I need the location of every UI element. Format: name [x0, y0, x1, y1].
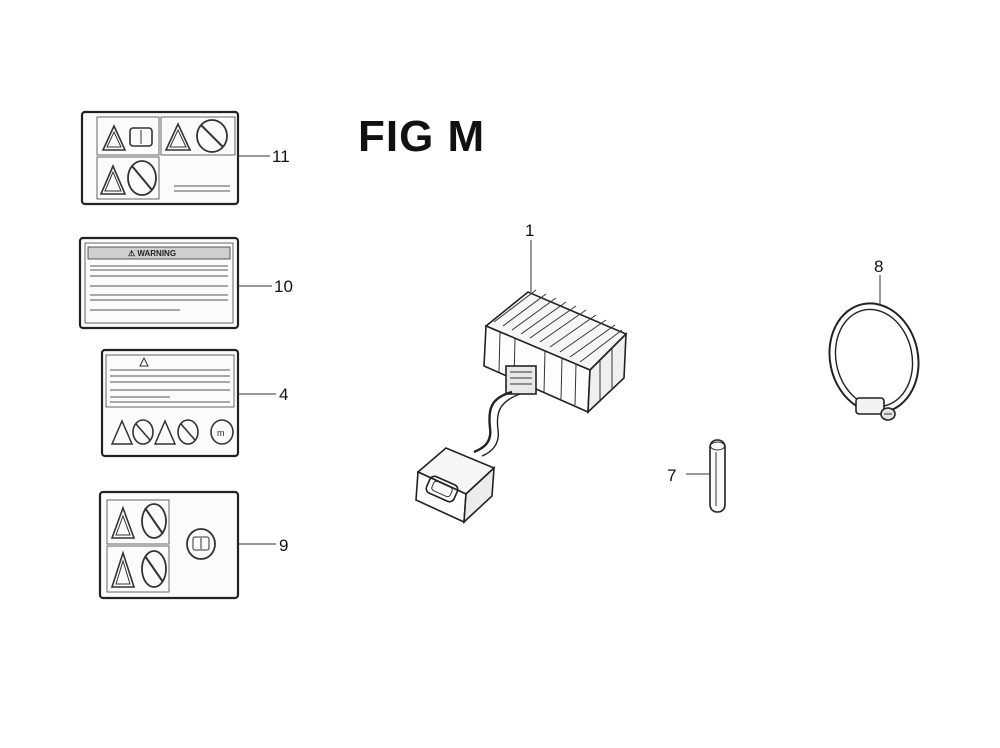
clamp-screw-housing [855, 397, 896, 421]
part-7-number: 7 [667, 466, 676, 485]
warning-triangle-icon [110, 505, 136, 539]
part-8-number: 8 [874, 257, 883, 276]
part-7-pin[interactable] [709, 439, 726, 513]
part-11-label[interactable] [80, 110, 240, 206]
prohibition-icon [127, 160, 157, 196]
connector-plug [415, 447, 496, 524]
part-9-label[interactable] [98, 490, 240, 600]
warning-triangle-icon [110, 419, 134, 445]
manual-symbol: m [217, 428, 225, 438]
part-10-number: 10 [274, 277, 293, 296]
part-9-number: 9 [279, 536, 288, 555]
manual-book-icon: m [210, 419, 234, 445]
manual-book-icon [129, 127, 153, 147]
prohibition-icon [177, 419, 199, 445]
part-10-label[interactable]: ⚠ WARNING [78, 236, 240, 330]
warning-triangle-icon [153, 419, 177, 445]
prohibition-icon [141, 550, 167, 588]
warning-triangle-icon [164, 122, 192, 151]
heatsink-fins [493, 289, 623, 363]
prohibition-icon [141, 503, 167, 539]
part-1-regulator-rectifier[interactable] [415, 289, 628, 524]
prohibition-icon [196, 119, 228, 153]
part-4-number: 4 [279, 385, 288, 404]
warning-heading: ⚠ WARNING [128, 249, 176, 258]
part-11-number: 11 [272, 147, 290, 166]
figure-title: FIG M [358, 112, 486, 161]
manual-book-icon [186, 528, 216, 560]
part-1-number: 1 [525, 221, 534, 240]
prohibition-icon [132, 419, 154, 445]
warning-triangle-icon [99, 163, 127, 195]
warning-triangle-icon [110, 550, 136, 588]
part-8-hose-clamp[interactable] [820, 295, 929, 421]
warning-triangle-icon [101, 124, 127, 151]
part-4-label[interactable]: m [100, 348, 240, 458]
